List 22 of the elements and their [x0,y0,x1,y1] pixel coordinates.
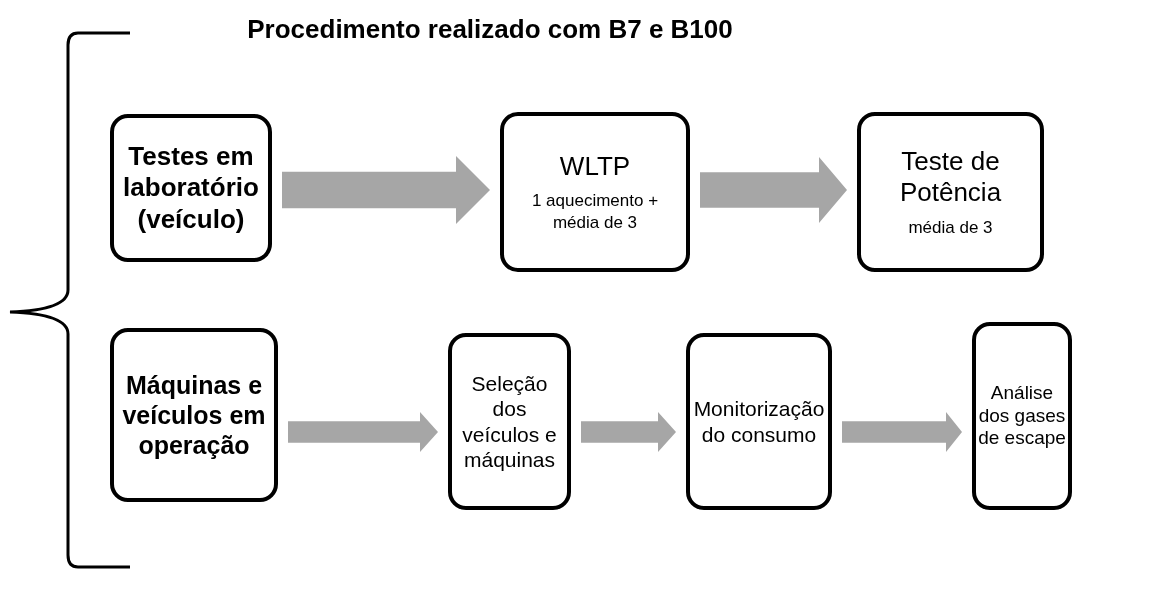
process-box [448,333,571,510]
block-arrow [842,412,962,452]
process-box [972,322,1072,510]
box-heading: Testes em laboratório (veículo) [122,141,260,235]
process-box [686,333,832,510]
process-box [500,112,690,272]
box-heading: Análise dos gases de escape [978,381,1066,451]
box-heading: WLTP [559,151,631,183]
process-box [110,328,278,502]
box-heading: Monitorização do consumo [692,396,826,447]
box-heading: Teste de Potência [898,146,1003,209]
block-arrow [288,412,438,452]
block-arrow [282,156,490,224]
box-note: média de 3 [908,216,993,238]
process-box [857,112,1044,272]
block-arrow [581,412,676,452]
process-box [110,114,272,262]
block-arrow [700,157,847,223]
diagram-title: Procedimento realizado com B7 e B100 [246,14,734,45]
box-note: 1 aquecimento + média de 3 [530,190,660,233]
box-heading: Seleção dos veículos e máquinas [461,371,558,472]
box-heading: Máquinas e veículos em operação [121,370,267,460]
